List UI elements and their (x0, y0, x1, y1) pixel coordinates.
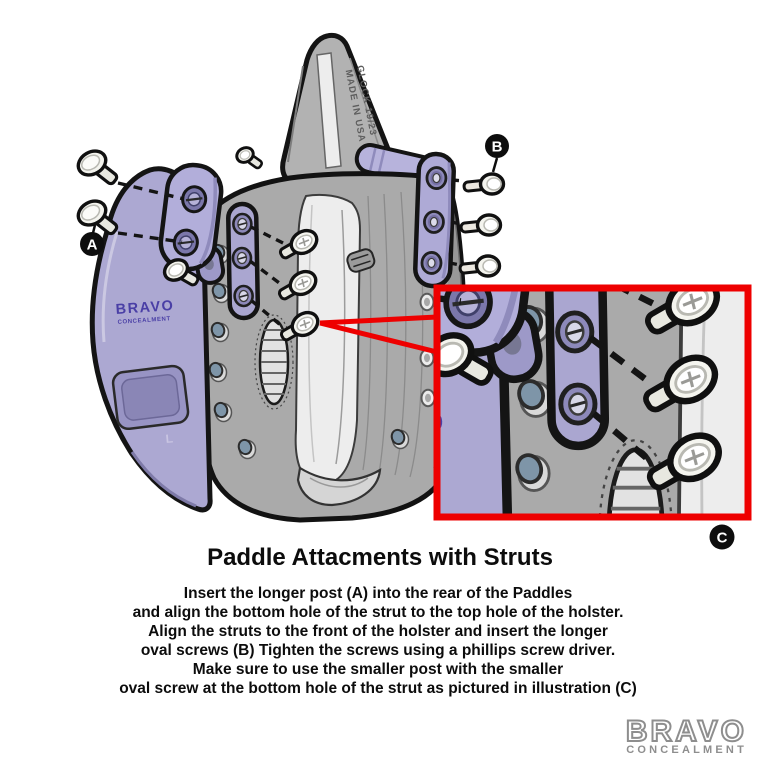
page-title: Paddle Attacments with Struts (207, 544, 553, 571)
paddle-brand-text: BRAVO CONCEALMENT (115, 298, 175, 326)
instruction-line-3: Align the struts to the front of the hol… (148, 623, 608, 640)
b-screws (458, 172, 506, 278)
dashed-lines-right (449, 178, 465, 267)
a-post-1 (76, 149, 119, 186)
belt-clip-rod (316, 52, 342, 169)
label-a-letter: A (87, 237, 98, 254)
b-screw-2 (459, 213, 503, 237)
dashed-lines-middle (248, 225, 286, 330)
a-post-2 (76, 199, 119, 236)
paddle-brand-line1: BRAVO (115, 298, 175, 318)
oval-screw-2 (277, 269, 318, 301)
brand-logo-subtext: CONCEALMENT (626, 744, 747, 756)
brand-logo-text: BRAVO (626, 715, 747, 748)
paddle-brand-line2: CONCEALMENT (117, 316, 171, 326)
right-strut (413, 151, 456, 289)
mounting-holes-right (390, 292, 436, 450)
paddle-size-marker: L (165, 431, 174, 446)
label-a: A (80, 224, 104, 256)
ribbed-texture (254, 314, 294, 410)
instruction-line-1: Insert the longer post (A) into the rear… (184, 585, 572, 602)
brand-logo: BRAVO CONCEALMENT (625, 714, 747, 756)
inset-box (433, 284, 752, 521)
left-paddle: L BRAVO CONCEALMENT (89, 162, 226, 513)
middle-strut (226, 201, 261, 321)
label-c-letter: C (717, 530, 728, 547)
oval-screw-3 (279, 310, 320, 342)
slot-detail (346, 248, 376, 273)
dashed-lines-left (117, 181, 185, 244)
small-post (235, 146, 263, 170)
b-screw-3 (458, 254, 502, 278)
inset-border (433, 284, 752, 521)
label-b-letter: B (492, 139, 503, 156)
instruction-line-4: oval screws (B) Tighten the screws using… (141, 642, 615, 659)
label-c: C (709, 524, 735, 550)
paddle-post (162, 258, 200, 287)
label-b: B (485, 134, 509, 173)
instruction-paragraph: Insert the longer post (A) into the rear… (119, 585, 637, 697)
paddle-ear (158, 162, 224, 272)
callout-lines (319, 314, 438, 355)
paddle-recess (111, 364, 190, 431)
b-screw-1 (462, 172, 506, 196)
a-posts (76, 149, 119, 236)
middle-screws (277, 228, 320, 342)
instruction-line-2: and align the bottom hole of the strut t… (133, 604, 624, 621)
instruction-line-5: Make sure to use the smaller post with t… (193, 661, 563, 678)
oval-screw-1 (278, 228, 319, 260)
instruction-line-6: oval screw at the bottom hole of the str… (119, 680, 637, 697)
